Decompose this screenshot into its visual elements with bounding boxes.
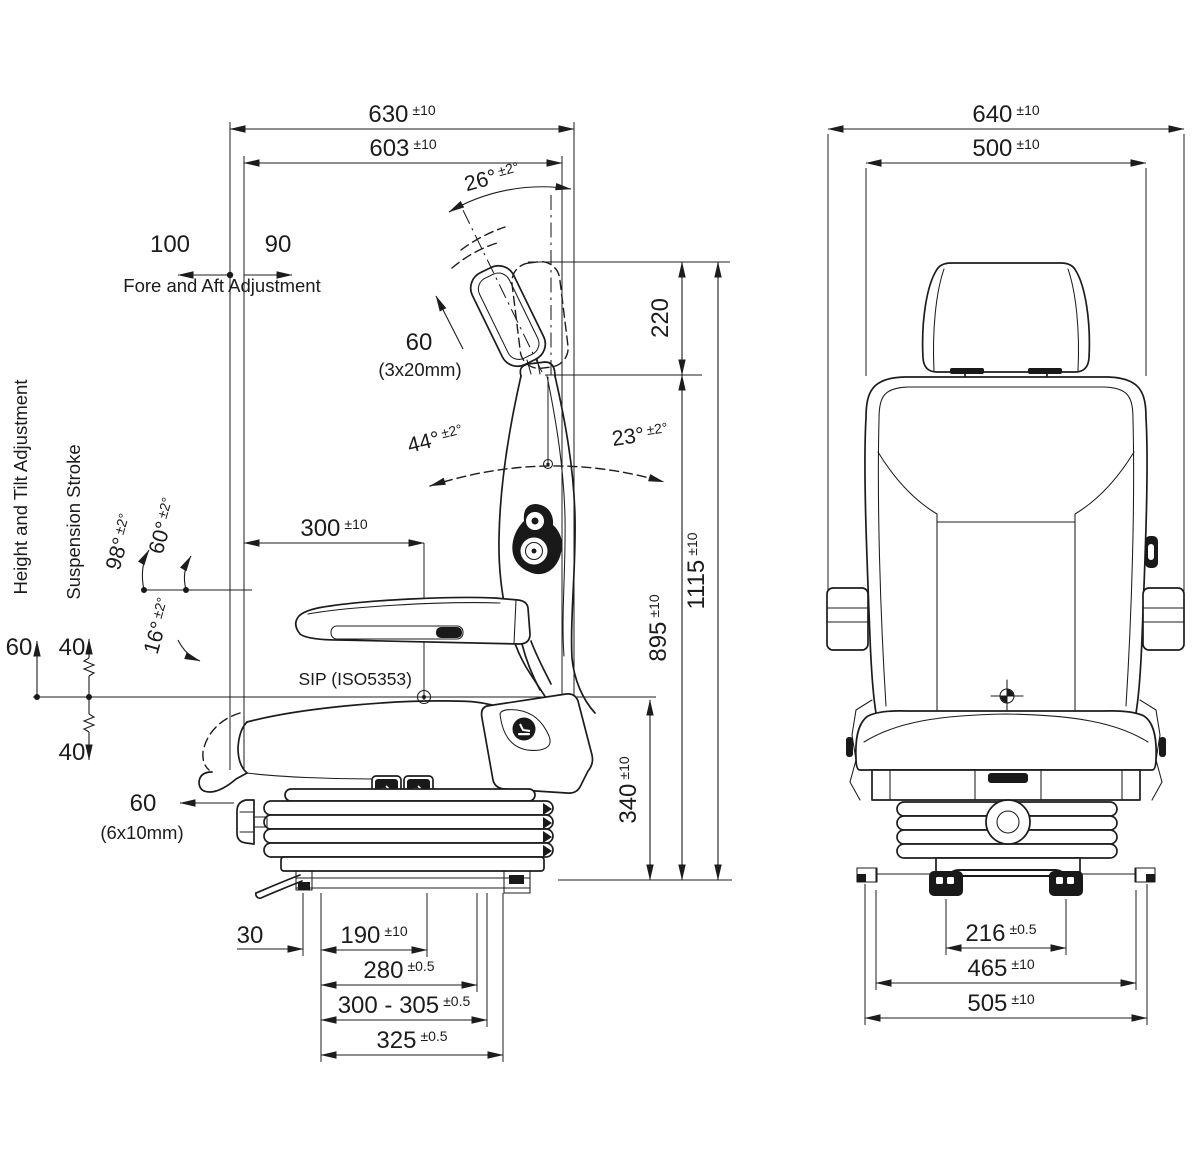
dim-slide-60: 60 bbox=[130, 790, 157, 817]
seat-side-drawing bbox=[198, 195, 596, 900]
dim-60deg: 60°±2° bbox=[144, 496, 183, 557]
dim-500: 500±10 bbox=[972, 135, 1040, 162]
side-dimension-lines bbox=[33, 125, 722, 1059]
side-extension-lines bbox=[33, 122, 732, 1062]
side-view: 630±10 603±10 26°±2° 100 90 Fore and Aft… bbox=[6, 101, 732, 1062]
dim-headrest-60: 60 bbox=[406, 329, 433, 356]
dim-340: 340±10 bbox=[615, 756, 642, 824]
dim-susp-40-up: 40 bbox=[59, 634, 86, 661]
dim-aft-90: 90 bbox=[265, 231, 292, 258]
dim-280: 280±0.5 bbox=[363, 957, 434, 984]
suspension-stroke-label: Suspension Stroke bbox=[63, 444, 84, 599]
dim-1115: 1115±10 bbox=[683, 532, 710, 609]
dim-16deg: 16°±2° bbox=[139, 596, 178, 657]
front-view: 640±10 500±10 216±0.5 465±10 505±10 bbox=[826, 101, 1185, 1025]
dim-300-305: 300 - 305±0.5 bbox=[338, 992, 471, 1019]
dim-44deg: 44°±2° bbox=[405, 421, 466, 458]
dim-216: 216±0.5 bbox=[965, 920, 1036, 947]
dim-fore-100: 100 bbox=[150, 231, 190, 258]
headrest-side bbox=[469, 264, 547, 368]
dim-23deg: 23°±2° bbox=[610, 419, 669, 451]
dim-26deg: 26°±2° bbox=[462, 158, 523, 196]
dim-300: 300±10 bbox=[300, 515, 368, 542]
dim-susp-40-down: 40 bbox=[59, 739, 86, 766]
dim-505: 505±10 bbox=[967, 990, 1035, 1017]
dim-220: 220 bbox=[647, 298, 674, 338]
dim-603: 603±10 bbox=[369, 135, 437, 162]
dim-640: 640±10 bbox=[972, 101, 1040, 128]
dim-190: 190±10 bbox=[340, 922, 408, 949]
dim-895: 895±10 bbox=[645, 594, 672, 662]
dim-height-60: 60 bbox=[6, 634, 33, 661]
seat-front-drawing bbox=[826, 262, 1185, 896]
front-extension-lines bbox=[827, 134, 1185, 1025]
sip-label: SIP (ISO5353) bbox=[299, 669, 413, 689]
dim-630: 630±10 bbox=[368, 101, 436, 128]
dim-headrest-steps: (3x20mm) bbox=[378, 359, 461, 380]
front-dimension-lines bbox=[827, 125, 1185, 1022]
dim-465: 465±10 bbox=[967, 955, 1035, 982]
height-tilt-label: Height and Tilt Adjustment bbox=[10, 380, 31, 595]
dim-325: 325±0.5 bbox=[376, 1027, 447, 1054]
dim-30: 30 bbox=[237, 922, 264, 949]
fore-aft-adjustment-label: Fore and Aft Adjustment bbox=[123, 275, 320, 296]
dim-98deg: 98°±2° bbox=[101, 512, 140, 573]
dim-slide-steps: (6x10mm) bbox=[100, 822, 183, 843]
